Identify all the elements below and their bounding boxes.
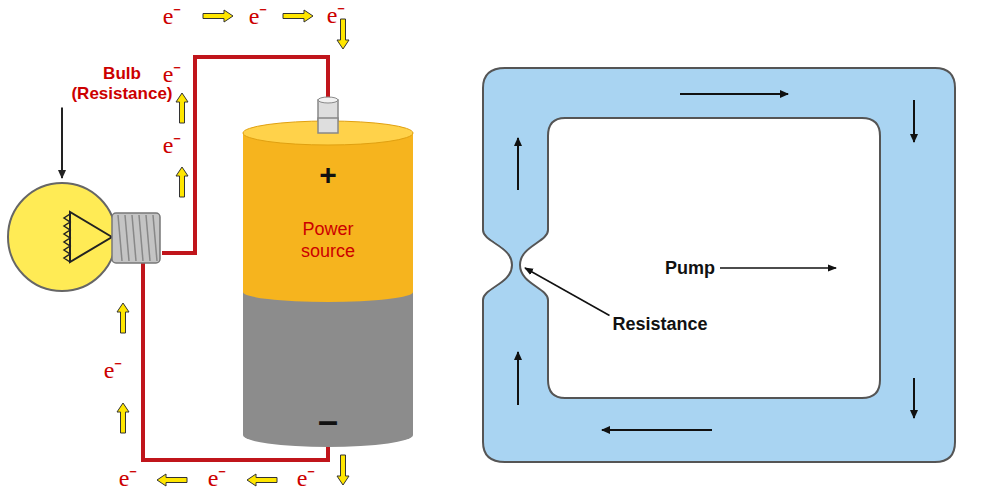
part-name: Pump	[665, 258, 715, 279]
electron-label: e⁻	[249, 4, 268, 28]
flow-arrow	[518, 94, 914, 430]
bulb-symbol	[139, 215, 143, 261]
electron-label: e⁻	[163, 4, 182, 28]
flow-arrow	[157, 474, 187, 486]
polarity-sign: +	[243, 158, 413, 192]
electron-label: e⁻	[163, 133, 182, 157]
bulb-symbol	[112, 213, 160, 263]
bulb-symbol	[125, 215, 129, 261]
electron-label: e⁻	[163, 62, 182, 86]
electron-label: e⁻	[104, 358, 123, 382]
flow-arrow	[117, 403, 129, 433]
battery-node: + Power source –	[243, 133, 413, 440]
flow-arrow	[517, 138, 519, 190]
bulb-symbol	[8, 183, 116, 291]
polarity-sign: –	[243, 400, 413, 442]
battery-symbol	[243, 290, 413, 447]
flow-arrow	[283, 10, 313, 22]
flow-arrow	[337, 455, 349, 485]
flow-arrow	[176, 93, 188, 123]
fluid-loop	[520, 118, 880, 398]
battery-symbol	[318, 118, 338, 133]
battery-symbol	[318, 97, 338, 103]
leader-line	[61, 108, 63, 179]
part-name: Resistance	[612, 314, 707, 335]
bulb-symbol	[146, 215, 150, 261]
bulb-symbol	[118, 215, 157, 261]
battery-symbol	[243, 133, 413, 302]
flow-arrow	[517, 352, 519, 405]
component-name: Power source	[283, 219, 373, 262]
bulb-symbol	[132, 215, 136, 261]
leader-line	[525, 268, 610, 316]
flow-arrow	[203, 10, 233, 22]
battery-symbol	[243, 97, 413, 447]
flow-arrow	[602, 429, 712, 431]
electron-label: e⁻	[208, 466, 227, 490]
electron-label: e⁻	[119, 466, 138, 490]
electron-label: e⁻	[327, 3, 346, 27]
flow-arrow	[913, 378, 915, 418]
electron-label: e⁻	[297, 466, 316, 490]
fluid-loop	[485, 70, 953, 460]
battery-symbol	[318, 100, 338, 133]
leader-line	[720, 267, 836, 269]
fluid-loop	[483, 68, 955, 462]
flow-arrow	[117, 303, 129, 333]
component-name: Bulb (Resistance)	[66, 64, 178, 103]
bulb-symbol	[70, 212, 112, 262]
flow-arrow	[176, 167, 188, 197]
fluid-loop	[483, 68, 955, 462]
leader-line	[62, 108, 836, 316]
flow-arrow	[247, 474, 277, 486]
bulb-symbol	[64, 214, 70, 262]
flow-arrow	[680, 93, 788, 95]
bulb-symbol	[118, 215, 122, 261]
bulb-symbol	[8, 183, 160, 291]
bulb-symbol	[153, 215, 157, 261]
flow-arrow	[913, 100, 915, 142]
